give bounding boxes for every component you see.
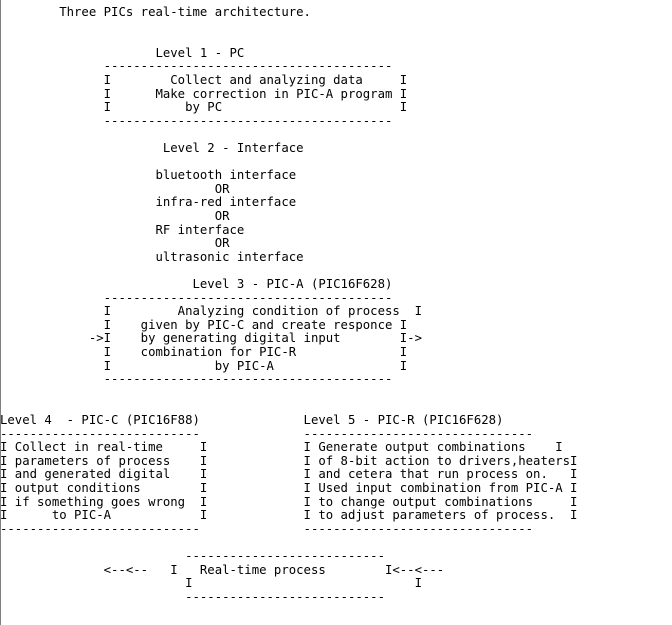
diagram-line: I parameters of process I I of 8-bit act…: [0, 453, 578, 468]
diagram-line: I output conditions I I Used input combi…: [0, 481, 578, 495]
diagram-line: <--<-- I Real-time process I<--<---: [0, 562, 445, 577]
diagram-title: Three PICs real-time architecture.: [0, 5, 311, 19]
diagram-line: ---------------------------------------: [0, 113, 393, 128]
diagram-line: RF interface: [0, 222, 245, 237]
diagram-line: Level 4 - PIC-C (PIC16F88) Level 5 - PIC…: [0, 413, 504, 427]
diagram-line: ---------------------------------------: [0, 290, 393, 305]
diagram-line: Level 1 - PC: [0, 45, 245, 60]
diagram-line: Level 3 - PIC-A (PIC16F628): [0, 277, 393, 291]
diagram-line: Level 2 - Interface: [0, 141, 304, 155]
diagram-line: I if something goes wrong I I to change …: [0, 494, 578, 509]
diagram-line: ---------------------------------------: [0, 59, 393, 74]
diagram-line: I combination for PIC-R I: [0, 345, 408, 359]
diagram-line: I and generated digital I I and cetera t…: [0, 467, 578, 482]
diagram-line: I I: [0, 576, 422, 591]
diagram-line: I given by PIC-C and create responce I: [0, 317, 408, 332]
diagram-line: ---------------------------: [0, 589, 385, 604]
diagram-line: ---------------------------: [0, 549, 385, 563]
left-border: [0, 0, 1, 625]
diagram-line: I Collect and analyzing data I: [0, 73, 408, 87]
diagram-line: I by PIC-A I: [0, 358, 408, 373]
diagram-line: ---------------------------------------: [0, 372, 393, 387]
diagram-line: OR: [0, 209, 230, 223]
diagram-line: I by PC I: [0, 100, 408, 115]
diagram-line: bluetooth interface: [0, 168, 297, 183]
diagram-line: OR: [0, 236, 230, 251]
diagram-line: I Make correction in PIC-A program I: [0, 86, 408, 101]
diagram-line: --------------------------- ------------…: [0, 521, 534, 536]
diagram-line: I to PIC-A I I to adjust parameters of p…: [0, 508, 578, 523]
diagram-line: I Collect in real-time I I Generate outp…: [0, 440, 563, 455]
diagram-line: I Analyzing condition of process I: [0, 304, 422, 319]
diagram-line: --------------------------- ------------…: [0, 426, 534, 441]
diagram-line: infra-red interface: [0, 195, 297, 210]
diagram-line: ultrasonic interface: [0, 249, 304, 264]
diagram-line: ->I by generating digital input I->: [0, 331, 422, 346]
diagram-line: OR: [0, 181, 230, 196]
